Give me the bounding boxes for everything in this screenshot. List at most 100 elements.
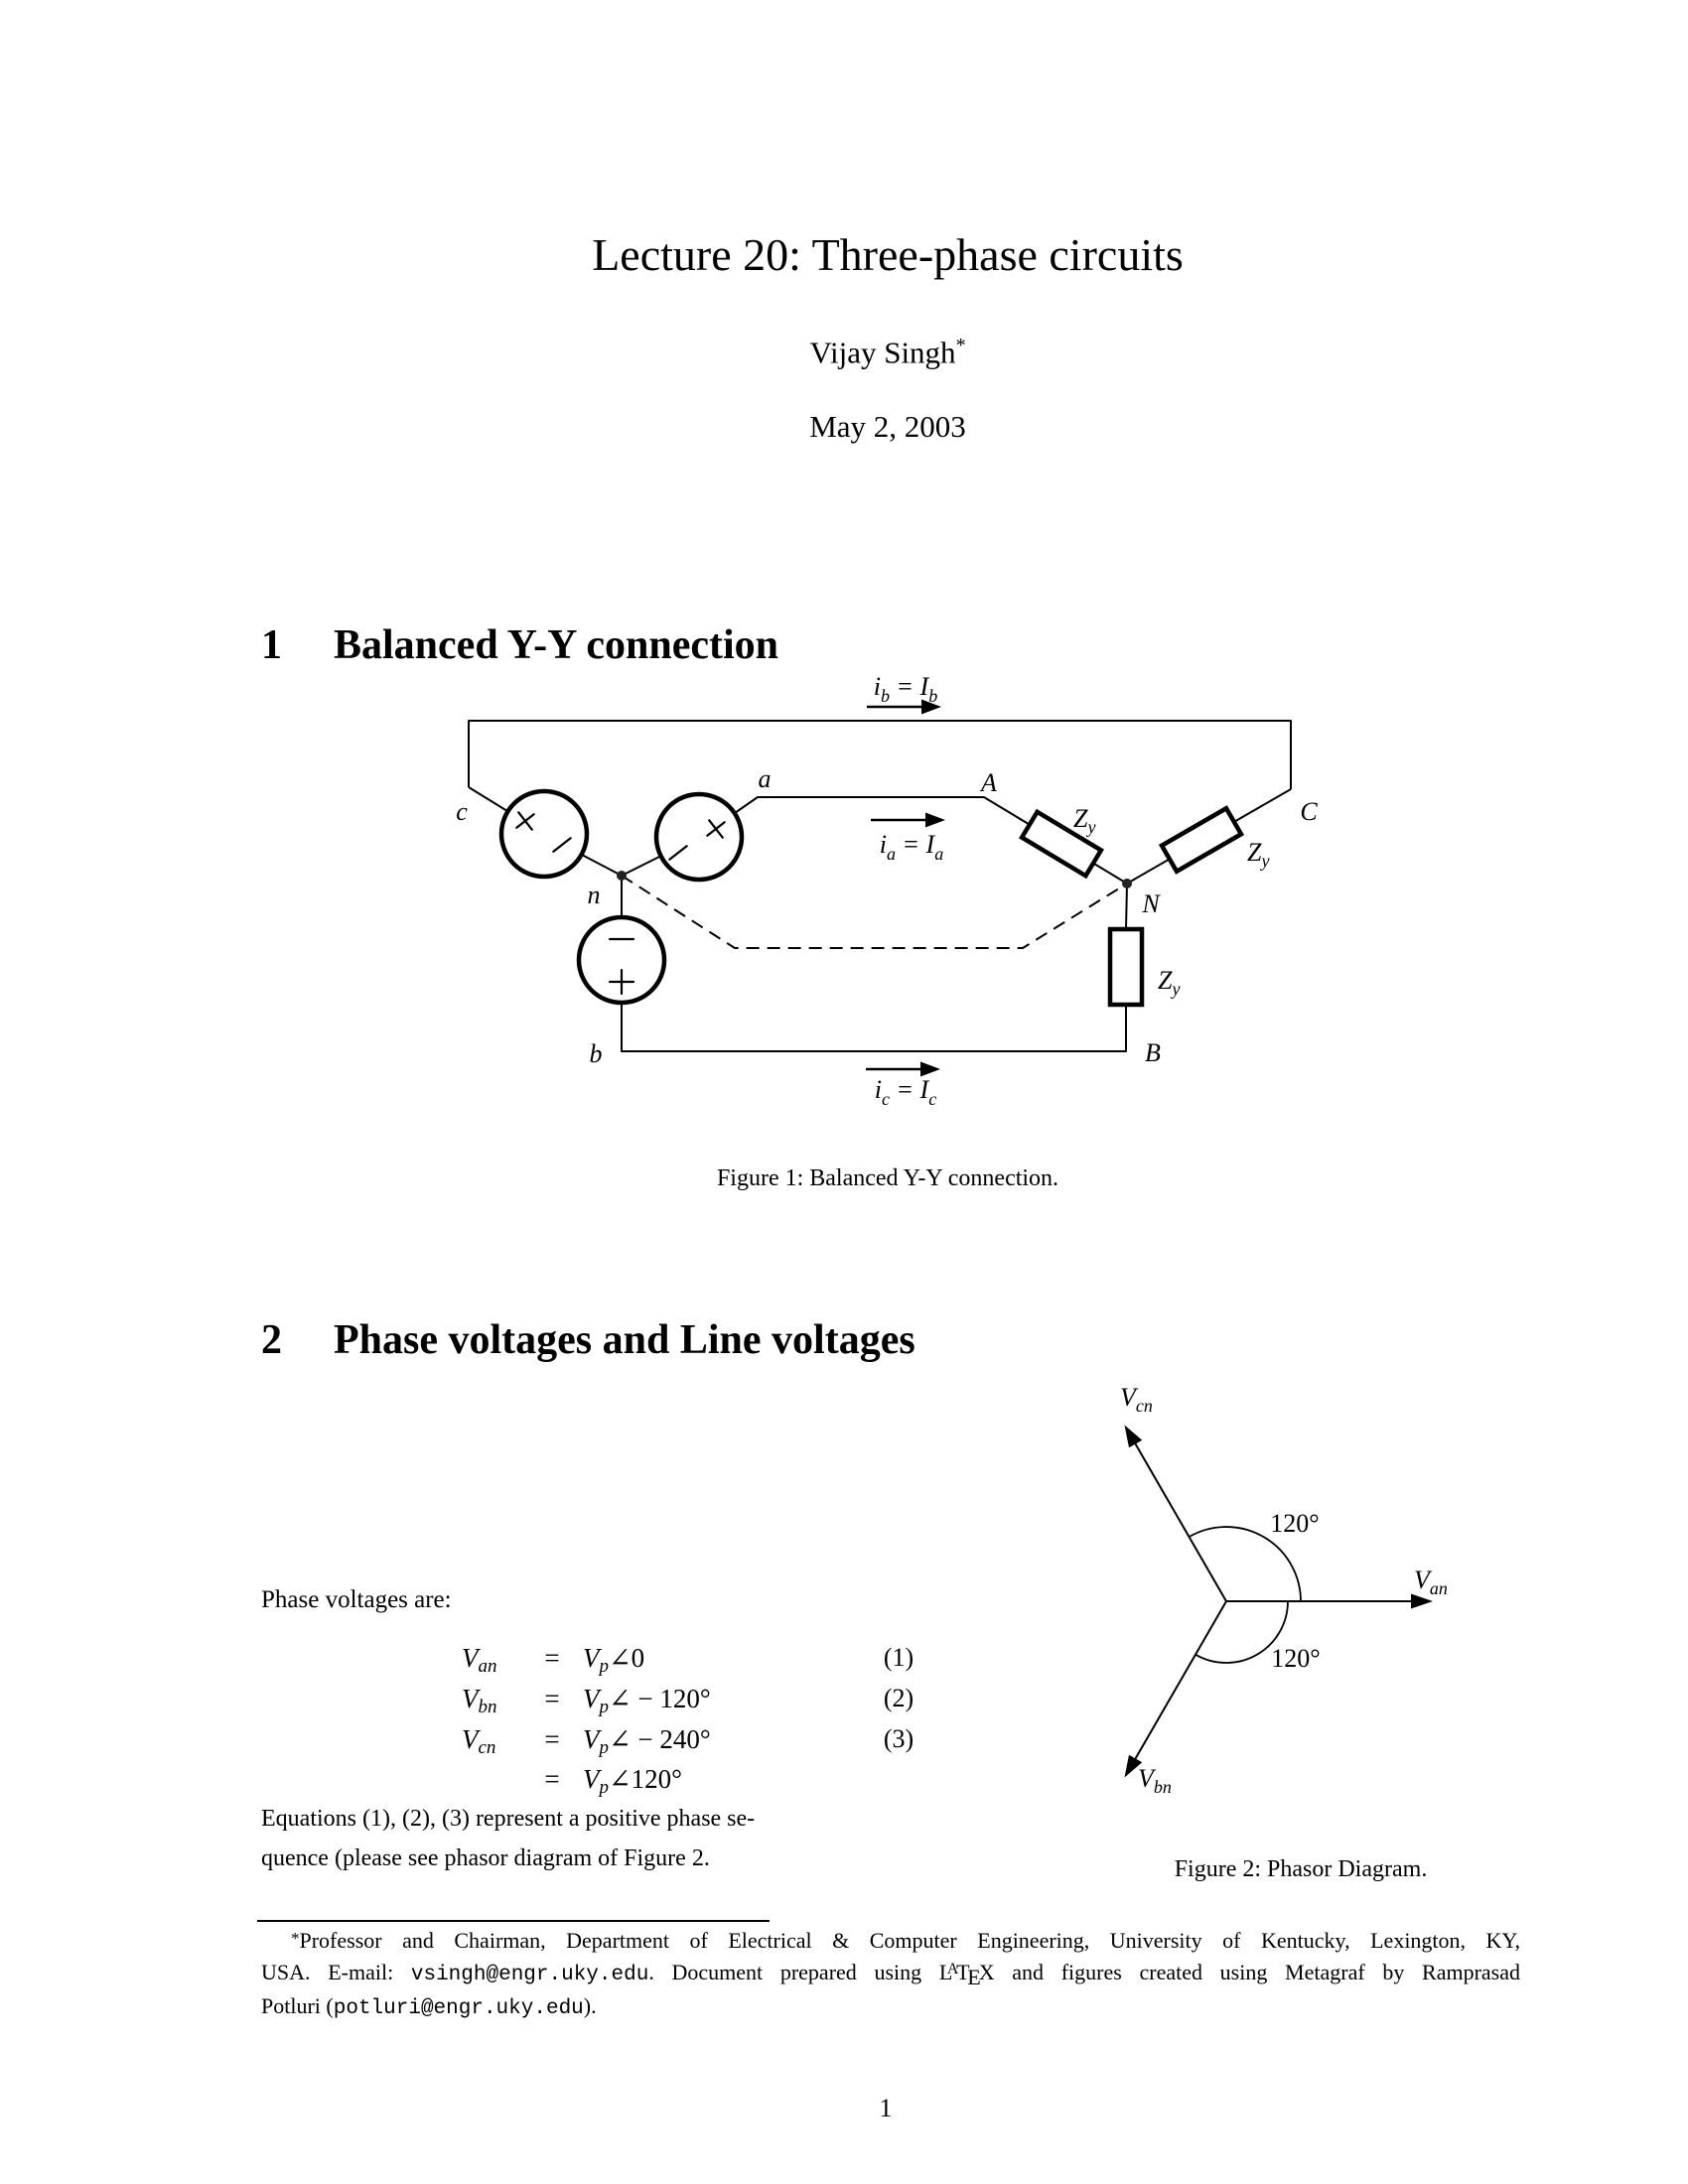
footnote-marker: * <box>291 1929 300 1948</box>
eq3-rhs-sub: p <box>599 1737 610 1758</box>
plus-sign-source-c <box>515 811 535 831</box>
latex-logo-l: L <box>938 1960 953 1985</box>
footnote-email-2: potluri@engr.uky.edu <box>333 1996 584 2020</box>
footnote-rule <box>257 1920 770 1922</box>
wire-line-c-bottom <box>621 1003 1127 1052</box>
footnote-line2-post: and figures created using Metagraf by Ra… <box>994 1960 1520 1985</box>
plus-sign-source-a <box>706 819 726 839</box>
section-2-title: Phase voltages and Line voltages <box>334 1317 915 1363</box>
body-paragraph-line2: quence (please see phasor diagram of Fig… <box>261 1845 710 1871</box>
label-current-ia: ia = Ia <box>880 830 943 864</box>
label-node-A: A <box>979 768 997 797</box>
eq1-rhs-sub: p <box>599 1656 610 1677</box>
equation-number-2: (2) <box>883 1684 914 1712</box>
author-footnote-mark: * <box>955 335 966 356</box>
latex-logo-a: A <box>946 1961 959 1978</box>
body-paragraph: Equations (1), (2), (3) represent a posi… <box>261 1799 755 1878</box>
phase-voltages-intro: Phase voltages are: <box>261 1586 452 1613</box>
eq2-lhs-sub: bn <box>478 1697 497 1717</box>
eq3-lhs: V <box>462 1724 479 1754</box>
label-node-B: B <box>1145 1038 1161 1067</box>
eq4-rhs: V <box>583 1764 600 1794</box>
phasor-Vbn-arrow <box>1124 1600 1227 1778</box>
page-number: 1 <box>879 2094 893 2122</box>
plus-sign-source-b <box>608 968 635 996</box>
label-node-C: C <box>1300 797 1318 826</box>
author-line: Vijay Singh* <box>44 329 1688 369</box>
page-title: Lecture 20: Three-phase circuits <box>592 229 1184 280</box>
minus-sign-source-a <box>668 845 688 861</box>
body-paragraph-line1: Equations (1), (2), (3) represent a posi… <box>261 1806 756 1832</box>
phasor-Vcn-arrow <box>1124 1425 1227 1602</box>
node-dot-n <box>617 871 627 881</box>
label-angle-upper: 120° <box>1270 1509 1319 1538</box>
figure2-caption: Figure 2: Phasor Diagram. <box>1174 1856 1428 1882</box>
equation-row-3: Vcn = Vp∠ − 240° <box>462 1719 711 1768</box>
equation-row-4: = Vp∠120° <box>462 1759 682 1808</box>
eq1-equals: = <box>544 1643 560 1673</box>
eq2-rhs-sub: p <box>599 1697 610 1717</box>
footnote-line2-pre: USA. E-mail: <box>261 1960 411 1985</box>
voltage-source-c <box>498 788 590 880</box>
latex-logo-t: T <box>956 1960 970 1985</box>
eq3-lhs-sub: cn <box>478 1737 496 1758</box>
label-node-c: c <box>456 797 468 826</box>
footnote-line1: *Professor and Chairman, Department of E… <box>261 1924 1520 1955</box>
section-1-number: 1 <box>261 622 282 668</box>
label-node-a: a <box>759 764 772 793</box>
impedance-box-phase-b <box>1107 926 1145 1008</box>
wire-line-b-top <box>468 720 1292 789</box>
label-impedance-c: Zy <box>1247 838 1269 871</box>
eq3-rhs: V <box>583 1724 600 1754</box>
voltage-source-b <box>576 914 667 1006</box>
latex-logo: LATEX <box>938 1960 995 1989</box>
wire-N-to-load-b <box>1125 883 1128 930</box>
eq2-rhs: V <box>583 1684 600 1713</box>
footnote-line3-pre: Potluri ( <box>261 1992 334 2018</box>
eq4-rhs-sub: p <box>599 1777 610 1798</box>
section-2-heading: 2 Phase voltages and Line voltages <box>261 1314 915 1366</box>
eq2-lhs: V <box>462 1684 479 1713</box>
label-phasor-Van: Van <box>1414 1566 1448 1598</box>
voltage-source-a <box>653 791 745 883</box>
footnote: *Professor and Chairman, Department of E… <box>261 1924 1520 2023</box>
section-2-number: 2 <box>261 1317 282 1363</box>
figure1-circuit-diagram: ib = Ib ia = Ia ic = Ic c a A C n N b B … <box>456 672 1318 1109</box>
eq3-equals: = <box>544 1724 560 1754</box>
footnote-line2: USA. E-mail: vsingh@engr.uky.edu. Docume… <box>261 1955 1520 1991</box>
footnote-email-1: vsingh@engr.uky.edu <box>410 1964 649 1987</box>
arrow-current-ia <box>871 812 945 828</box>
node-dot-N <box>1122 879 1132 888</box>
eq1-rhs-rest: ∠0 <box>609 1643 645 1673</box>
footnote-line2-mid: . Document prepared using <box>648 1960 939 1985</box>
eq4-rhs-rest: ∠120° <box>609 1764 682 1794</box>
equation-row-2: Vbn=Vp∠ − 120° <box>462 1679 711 1727</box>
arrow-current-ib <box>867 699 941 715</box>
section-1-heading: 1 Balanced Y-Y connection <box>261 619 778 671</box>
impedance-box-phase-c <box>1158 805 1245 875</box>
arrow-current-ic <box>866 1061 940 1077</box>
section-1-title: Balanced Y-Y connection <box>334 622 779 668</box>
footnote-line3-post: ). <box>583 1992 597 2018</box>
footnote-line3: Potluri (potluri@engr.uky.edu). <box>261 1991 1520 2023</box>
label-angle-lower: 120° <box>1271 1644 1320 1673</box>
date-line: May 2, 2003 <box>809 409 966 444</box>
latex-logo-e: E <box>967 1964 981 1989</box>
footnote-line1-text: Professor and Chairman, Department of El… <box>299 1928 1521 1953</box>
wire-c-terminal <box>468 786 508 812</box>
label-node-n: n <box>588 881 601 909</box>
label-phasor-Vcn: Vcn <box>1120 1383 1153 1416</box>
eq3-rhs-rest: ∠ − 240° <box>609 1724 711 1754</box>
angle-arc-lower <box>1195 1600 1289 1664</box>
label-current-ic: ic = Ic <box>875 1075 936 1109</box>
latex-logo-x: X <box>978 1960 995 1985</box>
label-impedance-a: Zy <box>1073 804 1095 837</box>
phasor-Van-arrow <box>1226 1593 1433 1609</box>
label-node-N: N <box>1141 889 1161 918</box>
minus-sign-source-c <box>552 837 572 853</box>
figure1-caption: Figure 1: Balanced Y-Y connection. <box>716 1165 1059 1191</box>
impedance-box-phase-a <box>1019 808 1104 880</box>
equation-row-1: Van=Vp∠0 <box>462 1638 644 1687</box>
eq4-equals: = <box>544 1764 560 1794</box>
